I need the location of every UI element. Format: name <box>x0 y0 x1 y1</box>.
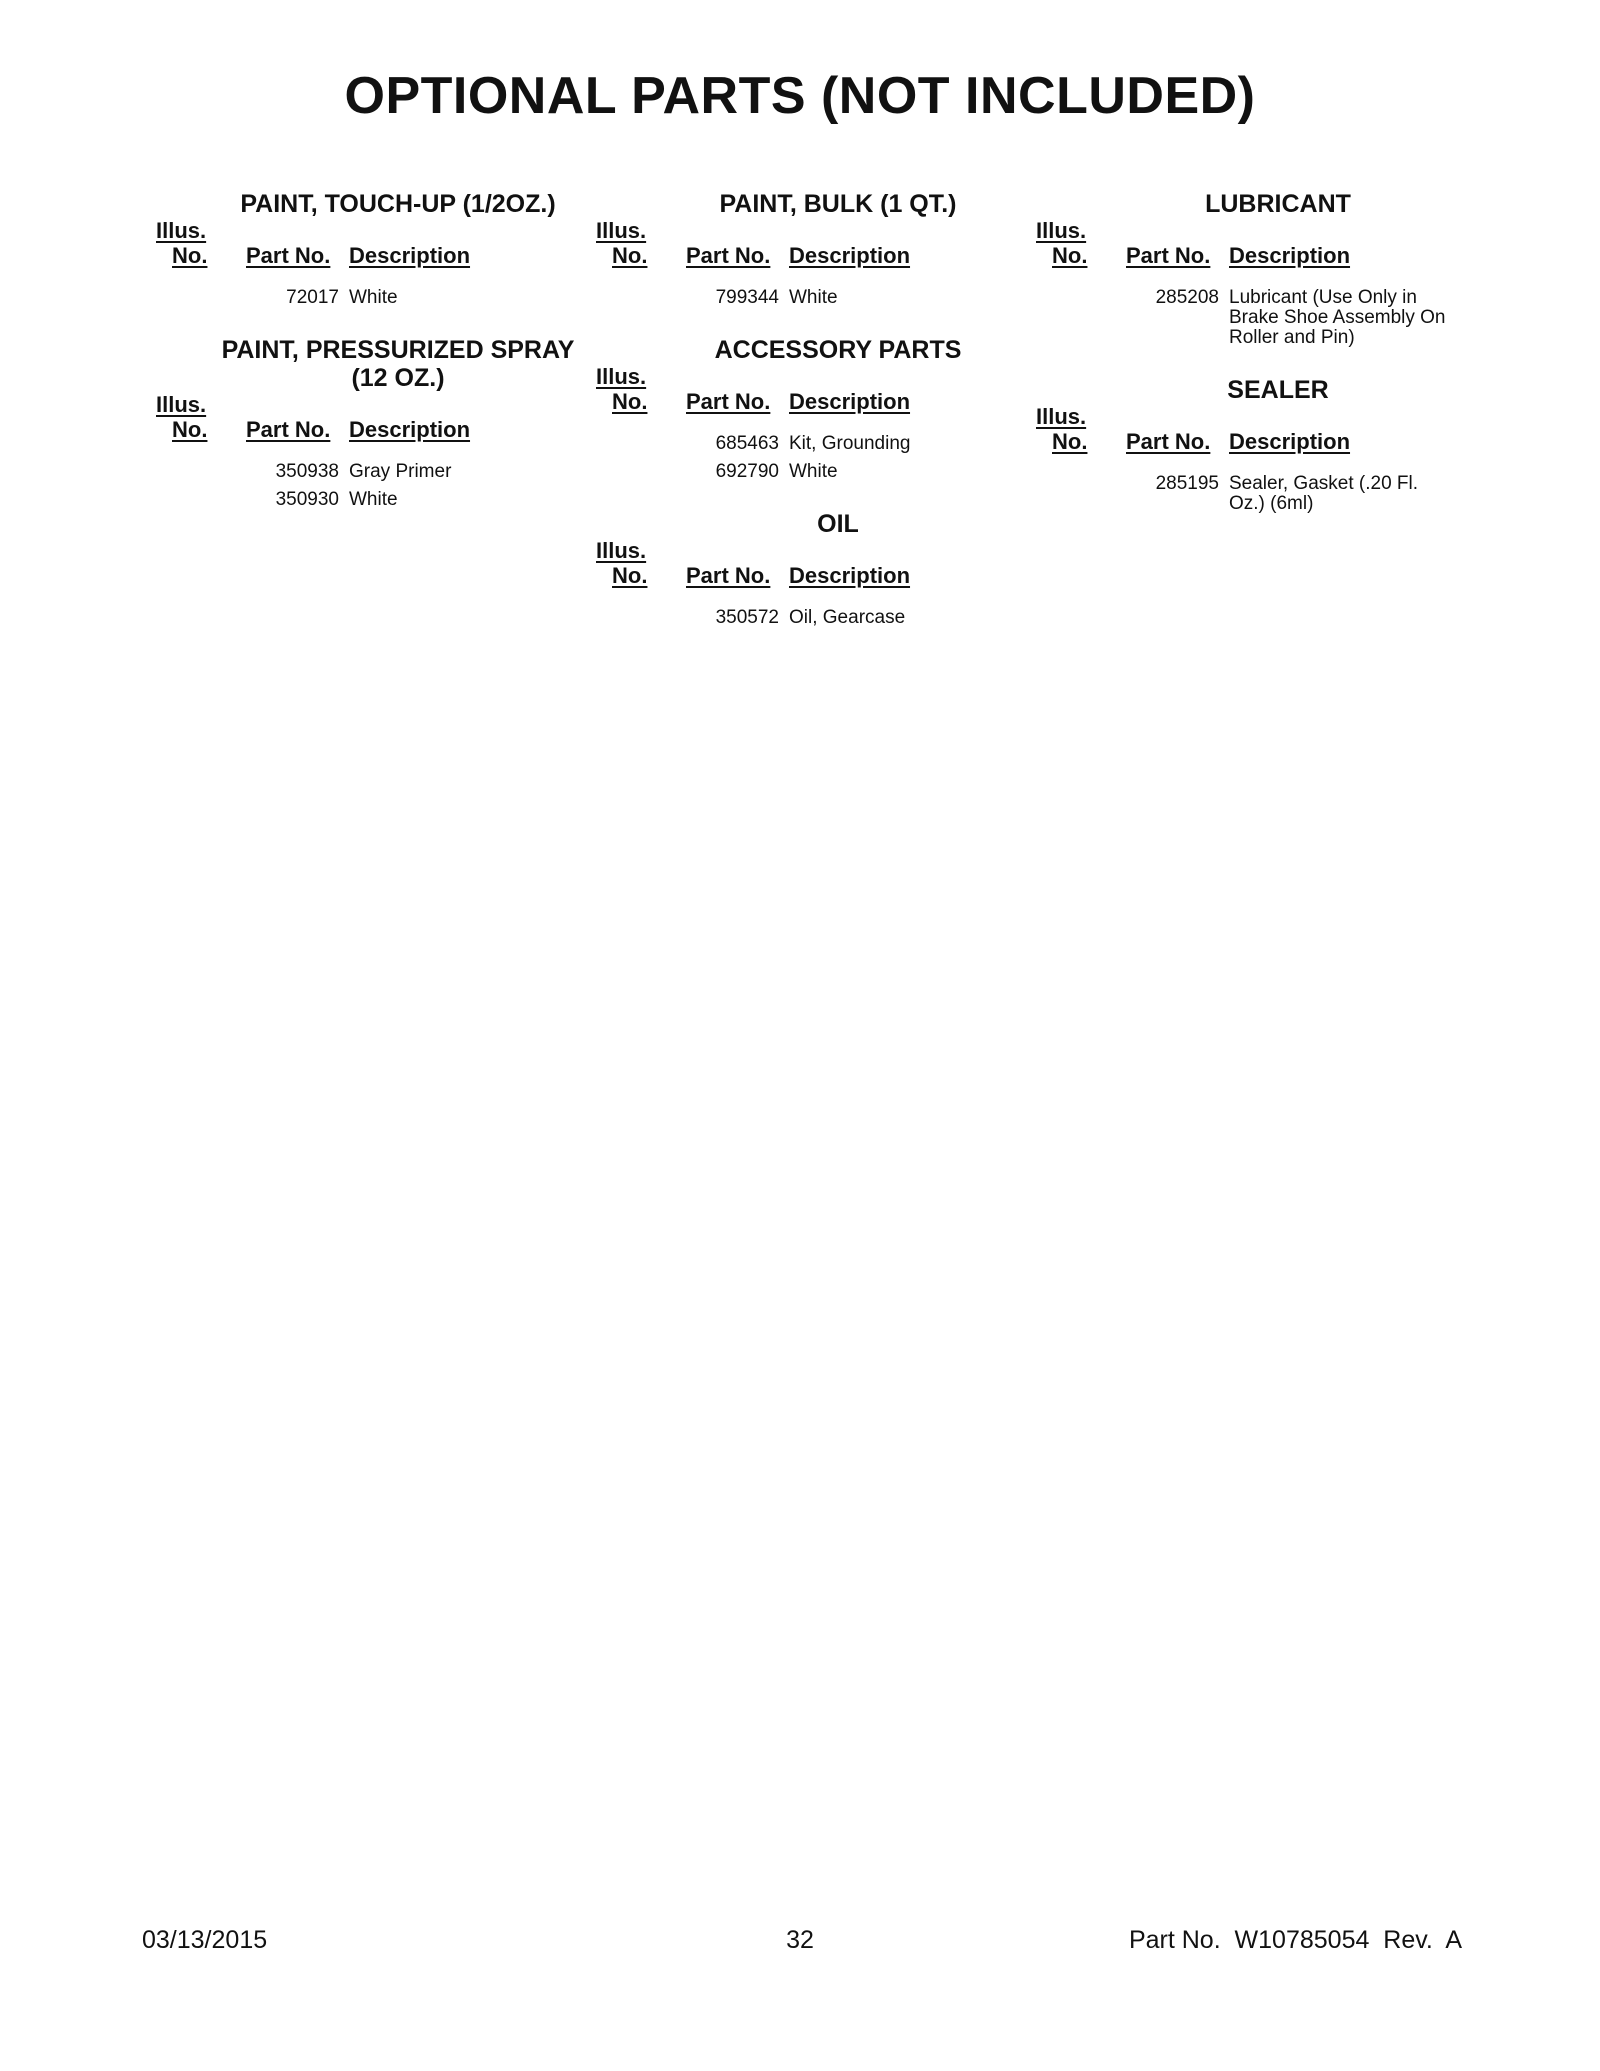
table-row: 799344 White <box>588 288 1028 308</box>
header-description: Description <box>349 243 471 268</box>
header-description: Description <box>349 417 471 442</box>
part-description: Lubricant (Use Only in Brake Shoe Assemb… <box>1229 287 1446 348</box>
parts-list: 685463 Kit, Grounding 692790 White <box>588 434 1028 482</box>
header-no: No. <box>612 389 648 414</box>
header-illus: Illus. <box>156 218 207 243</box>
parts-list: 72017 White <box>148 288 588 308</box>
part-number: 285195 <box>1155 473 1219 494</box>
part-number: 350572 <box>715 607 779 628</box>
header-no: No. <box>1052 429 1088 454</box>
header-part-no: Part No. <box>686 243 771 268</box>
part-number: 692790 <box>715 461 779 482</box>
table-row: 350930 White <box>148 490 588 510</box>
footer-date: 03/13/2015 <box>142 1926 268 1954</box>
header-part-no: Part No. <box>686 389 771 414</box>
header-description: Description <box>789 243 911 268</box>
header-description: Description <box>789 563 911 588</box>
section-title: ACCESSORY PARTS <box>714 336 962 364</box>
header-part-no: Part No. <box>246 243 331 268</box>
header-description: Description <box>1229 429 1351 454</box>
table-row: 350938 Gray Primer <box>148 462 588 482</box>
header-illus: Illus. <box>1036 218 1087 243</box>
table-row: 285195 Sealer, Gasket (.20 Fl. Oz.) (6ml… <box>1028 474 1468 514</box>
table-header: Illus. No. Part No. Description <box>1028 404 1468 456</box>
table-header: Illus. No. Part No. Description <box>148 218 588 270</box>
part-description: White <box>789 287 838 308</box>
table-header: Illus. No. Part No. Description <box>588 364 1028 416</box>
header-illus: Illus. <box>596 218 647 243</box>
header-description: Description <box>789 389 911 414</box>
footer-page-number: 32 <box>786 1926 814 1954</box>
parts-list: 285195 Sealer, Gasket (.20 Fl. Oz.) (6ml… <box>1028 474 1468 514</box>
section-sealer: SEALER Illus. No. Part No. Description 2… <box>1028 376 1468 514</box>
section-oil: OIL Illus. No. Part No. Description 3505… <box>588 510 1028 628</box>
page-title: OPTIONAL PARTS (NOT INCLUDED) <box>344 67 1256 125</box>
parts-list: 350572 Oil, Gearcase <box>588 608 1028 628</box>
part-number: 72017 <box>286 287 339 308</box>
header-part-no: Part No. <box>686 563 771 588</box>
table-header: Illus. No. Part No. Description <box>588 538 1028 590</box>
part-number: 350938 <box>275 461 339 482</box>
table-row: 350572 Oil, Gearcase <box>588 608 1028 628</box>
header-part-no: Part No. <box>1126 429 1211 454</box>
header-illus: Illus. <box>1036 404 1087 429</box>
part-description: Oil, Gearcase <box>789 607 906 628</box>
part-description: White <box>349 287 398 308</box>
header-illus: Illus. <box>596 364 647 389</box>
section-title: PAINT, TOUCH-UP (1/2OZ.) <box>240 190 556 218</box>
part-description: Sealer, Gasket (.20 Fl. Oz.) (6ml) <box>1229 473 1419 514</box>
part-description: Gray Primer <box>349 461 452 482</box>
part-description: White <box>789 461 838 482</box>
table-row: 685463 Kit, Grounding <box>588 434 1028 454</box>
section-title: LUBRICANT <box>1205 190 1351 218</box>
part-number: 350930 <box>275 489 339 510</box>
table-header: Illus. No. Part No. Description <box>588 218 1028 270</box>
table-header: Illus. No. Part No. Description <box>148 392 588 444</box>
header-no: No. <box>172 243 208 268</box>
header-part-no: Part No. <box>246 417 331 442</box>
section-paint-touch-up: PAINT, TOUCH-UP (1/2OZ.) Illus. No. Part… <box>148 190 588 308</box>
header-illus: Illus. <box>596 538 647 563</box>
column-left: PAINT, TOUCH-UP (1/2OZ.) Illus. No. Part… <box>148 190 588 538</box>
header-no: No. <box>612 243 648 268</box>
section-title: PAINT, PRESSURIZED SPRAY (12 OZ.) <box>221 336 575 392</box>
column-middle: PAINT, BULK (1 QT.) Illus. No. Part No. … <box>588 190 1028 656</box>
parts-list: 285208 Lubricant (Use Only in Brake Shoe… <box>1028 288 1468 348</box>
column-right: LUBRICANT Illus. No. Part No. Descriptio… <box>1028 190 1468 542</box>
header-no: No. <box>1052 243 1088 268</box>
section-accessory-parts: ACCESSORY PARTS Illus. No. Part No. Desc… <box>588 336 1028 482</box>
table-row: 72017 White <box>148 288 588 308</box>
header-description: Description <box>1229 243 1351 268</box>
part-description: Kit, Grounding <box>789 433 911 454</box>
section-lubricant: LUBRICANT Illus. No. Part No. Descriptio… <box>1028 190 1468 348</box>
table-row: 285208 Lubricant (Use Only in Brake Shoe… <box>1028 288 1468 348</box>
parts-list: 799344 White <box>588 288 1028 308</box>
header-part-no: Part No. <box>1126 243 1211 268</box>
footer-part-reference: Part No. W10785054 Rev. A <box>1128 1926 1462 1954</box>
part-description: White <box>349 489 398 510</box>
part-number: 685463 <box>715 433 779 454</box>
part-number: 285208 <box>1155 287 1219 308</box>
header-illus: Illus. <box>156 392 207 417</box>
header-no: No. <box>612 563 648 588</box>
table-row: 692790 White <box>588 462 1028 482</box>
table-header: Illus. No. Part No. Description <box>1028 218 1468 270</box>
section-title: OIL <box>817 510 859 538</box>
section-paint-pressurized-spray: PAINT, PRESSURIZED SPRAY (12 OZ.) Illus.… <box>148 336 588 510</box>
section-title: SEALER <box>1227 376 1329 404</box>
part-number: 799344 <box>715 287 779 308</box>
section-paint-bulk: PAINT, BULK (1 QT.) Illus. No. Part No. … <box>588 190 1028 308</box>
section-title: PAINT, BULK (1 QT.) <box>719 190 957 218</box>
parts-list: 350938 Gray Primer 350930 White <box>148 462 588 510</box>
header-no: No. <box>172 417 208 442</box>
